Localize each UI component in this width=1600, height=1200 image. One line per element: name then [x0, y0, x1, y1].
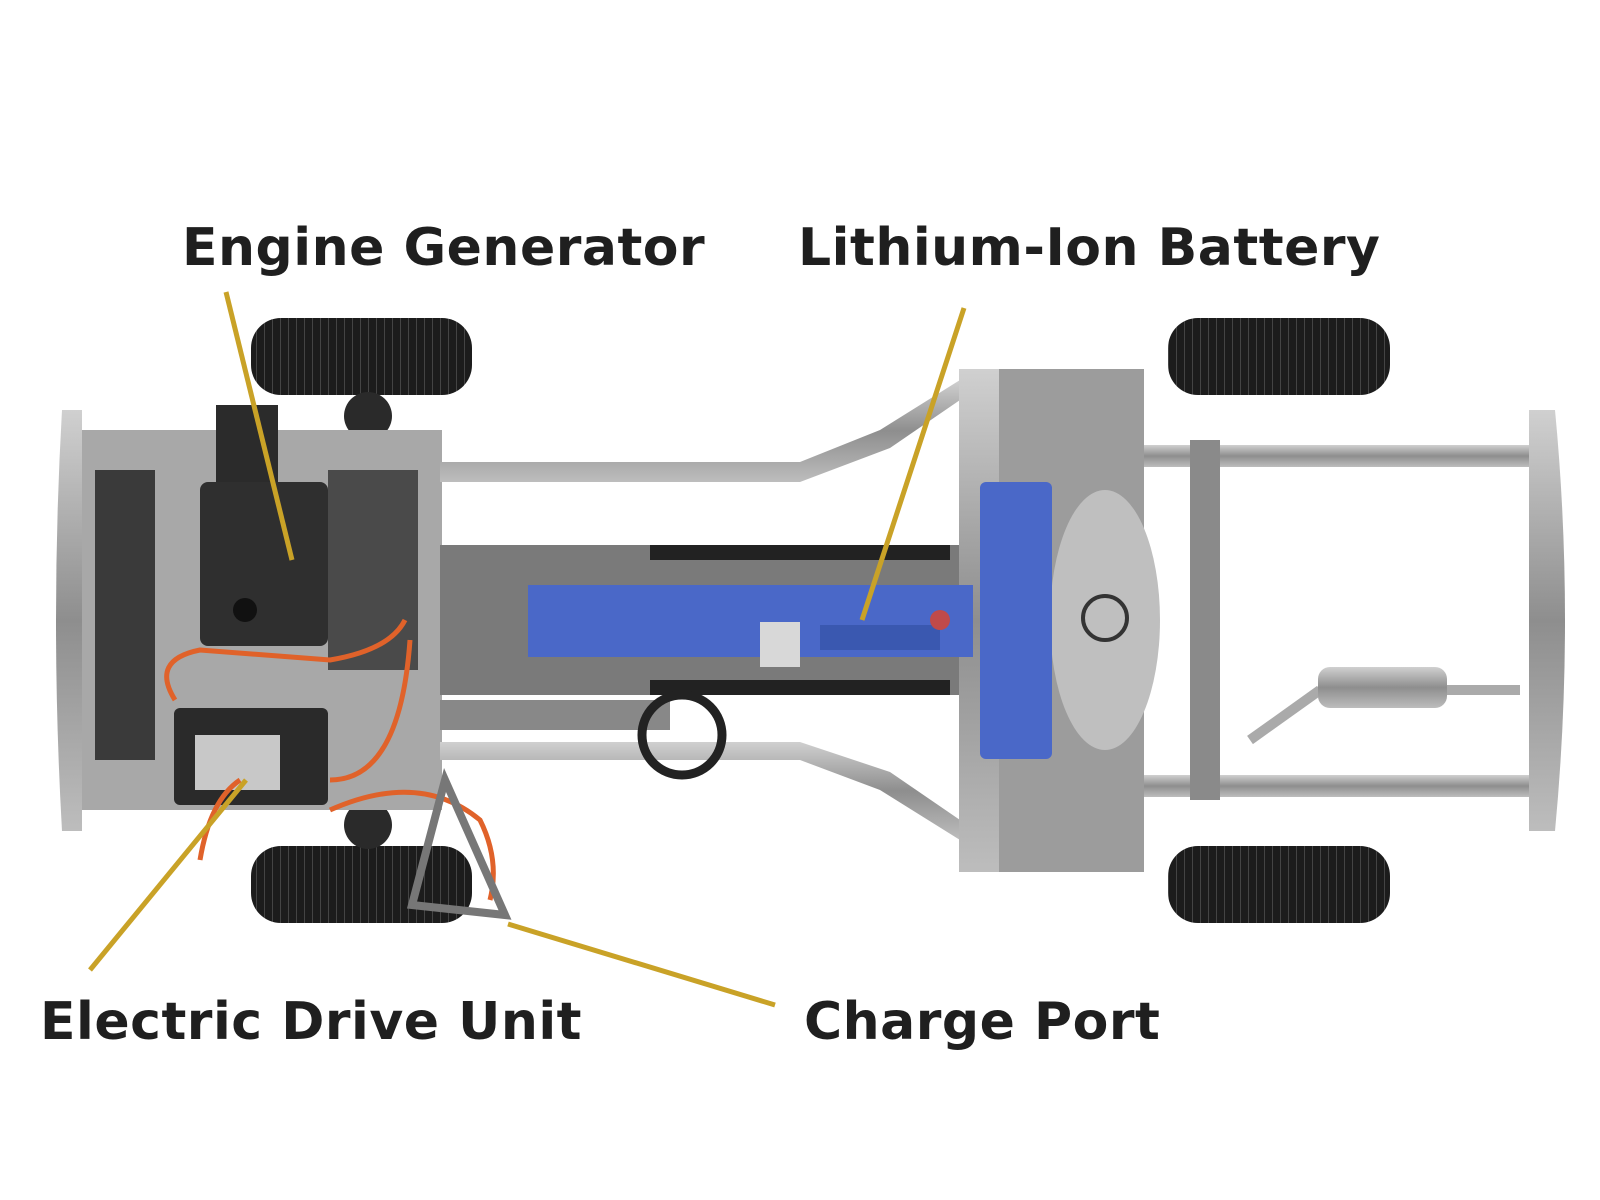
label-charge-port: Charge Port — [804, 992, 1161, 1052]
brake-front-top — [344, 392, 392, 440]
label-engine-generator: Engine Generator — [182, 218, 706, 278]
leader-line-engine — [223, 291, 295, 561]
battery-tray-bottom — [650, 680, 950, 695]
rear-rail-bottom — [1144, 775, 1529, 797]
wheel-rear-top — [1168, 318, 1390, 395]
label-electric-drive-unit: Electric Drive Unit — [40, 992, 583, 1052]
rear-bumper — [1529, 410, 1565, 831]
steering-wheel — [637, 690, 727, 780]
hv-cable-1 — [164, 618, 408, 702]
fuel-tank — [1050, 490, 1160, 750]
lithium-ion-battery — [528, 482, 1052, 759]
hv-cable-3 — [328, 789, 496, 901]
steering-rack — [440, 700, 670, 730]
fuel-pump — [1081, 594, 1129, 642]
battery-tray-top — [650, 545, 950, 560]
leader-line-battery — [859, 307, 967, 621]
frame-rail-bottom — [440, 742, 960, 840]
electric-drive-unit — [174, 708, 328, 805]
exhaust-pipe — [1247, 685, 1323, 745]
label-battery: Lithium-Ion Battery — [798, 218, 1381, 278]
rear-rail-top — [1144, 445, 1529, 467]
front-bumper — [56, 410, 82, 831]
rear-axle-beam — [1190, 440, 1220, 800]
wheel-rear-bottom — [1168, 846, 1390, 923]
radiator — [95, 470, 155, 760]
leader-line-drive-unit — [88, 778, 248, 972]
frame-rail-top — [440, 380, 960, 482]
brake-front-bottom — [344, 801, 392, 849]
engine-generator — [200, 405, 418, 670]
wheel-front-top — [251, 318, 472, 395]
hv-cable-4 — [197, 777, 242, 861]
leader-line-charge-port — [507, 921, 776, 1008]
muffler — [1318, 667, 1447, 708]
charge-port — [406, 767, 512, 920]
hv-cable-2 — [329, 639, 413, 783]
